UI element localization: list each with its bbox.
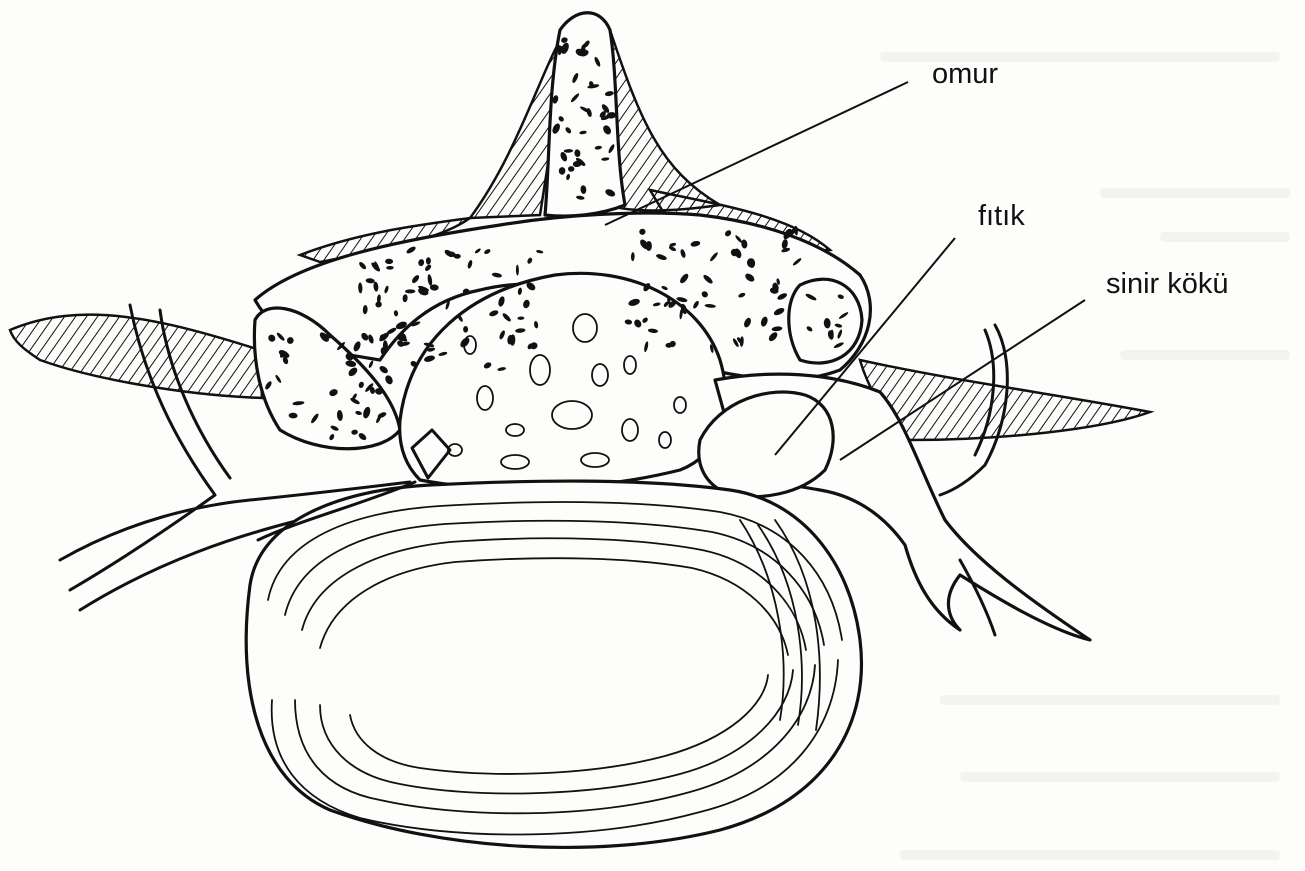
bone-speck bbox=[463, 326, 468, 333]
bone-speck bbox=[384, 374, 394, 385]
bone-speck bbox=[568, 166, 574, 172]
bone-speck bbox=[378, 364, 389, 374]
label-nerve-root: sinir kökü bbox=[1106, 268, 1229, 301]
label-vertebra: omur bbox=[932, 58, 998, 91]
label-hernia: fıtık bbox=[978, 200, 1025, 233]
bone-speck bbox=[368, 360, 374, 369]
